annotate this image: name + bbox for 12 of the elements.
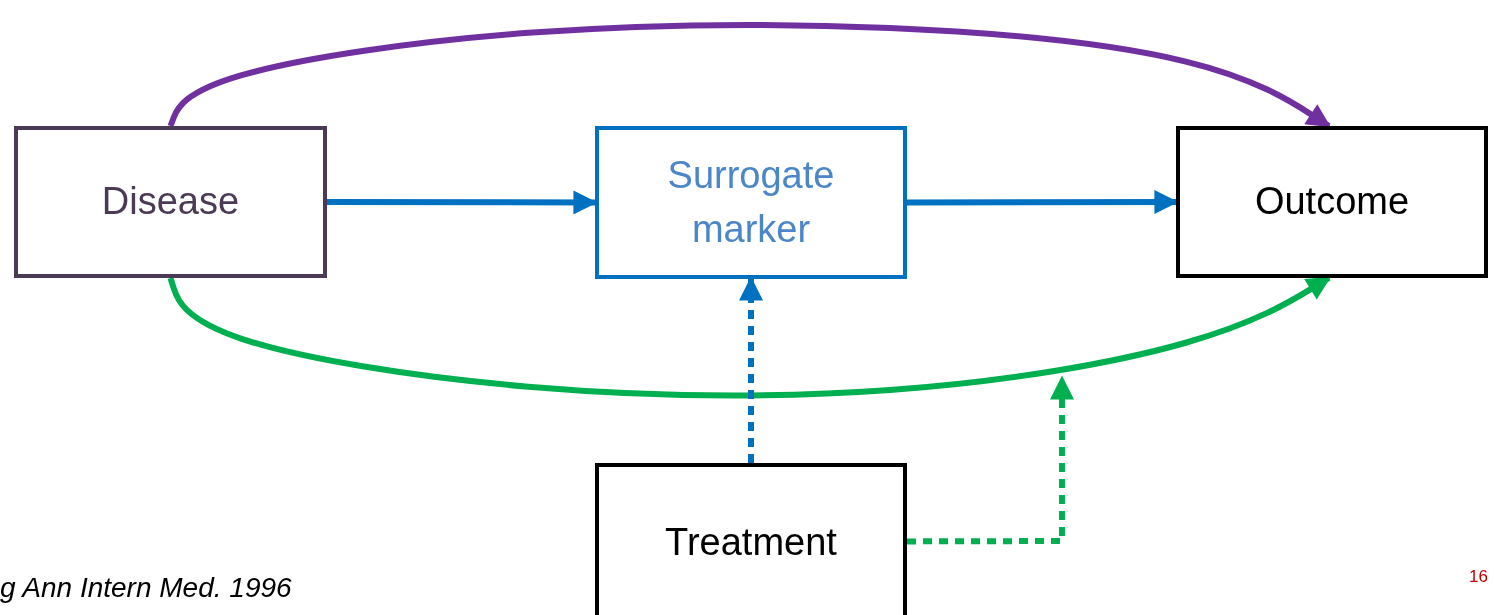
page-number: 16 [1469,567,1488,587]
arrow [167,22,1331,129]
process-box [1176,126,1488,278]
node-label: Surrogate marker [666,153,836,252]
node-label: Treatment [665,520,837,566]
node-label: Disease [101,179,240,225]
node-label: Outcome [1254,179,1410,225]
process-box [595,463,907,615]
process-box [595,126,907,279]
process-box [14,126,327,278]
arrow [907,375,1074,545]
citation-text: g Ann Intern Med. 1996 [0,572,292,604]
